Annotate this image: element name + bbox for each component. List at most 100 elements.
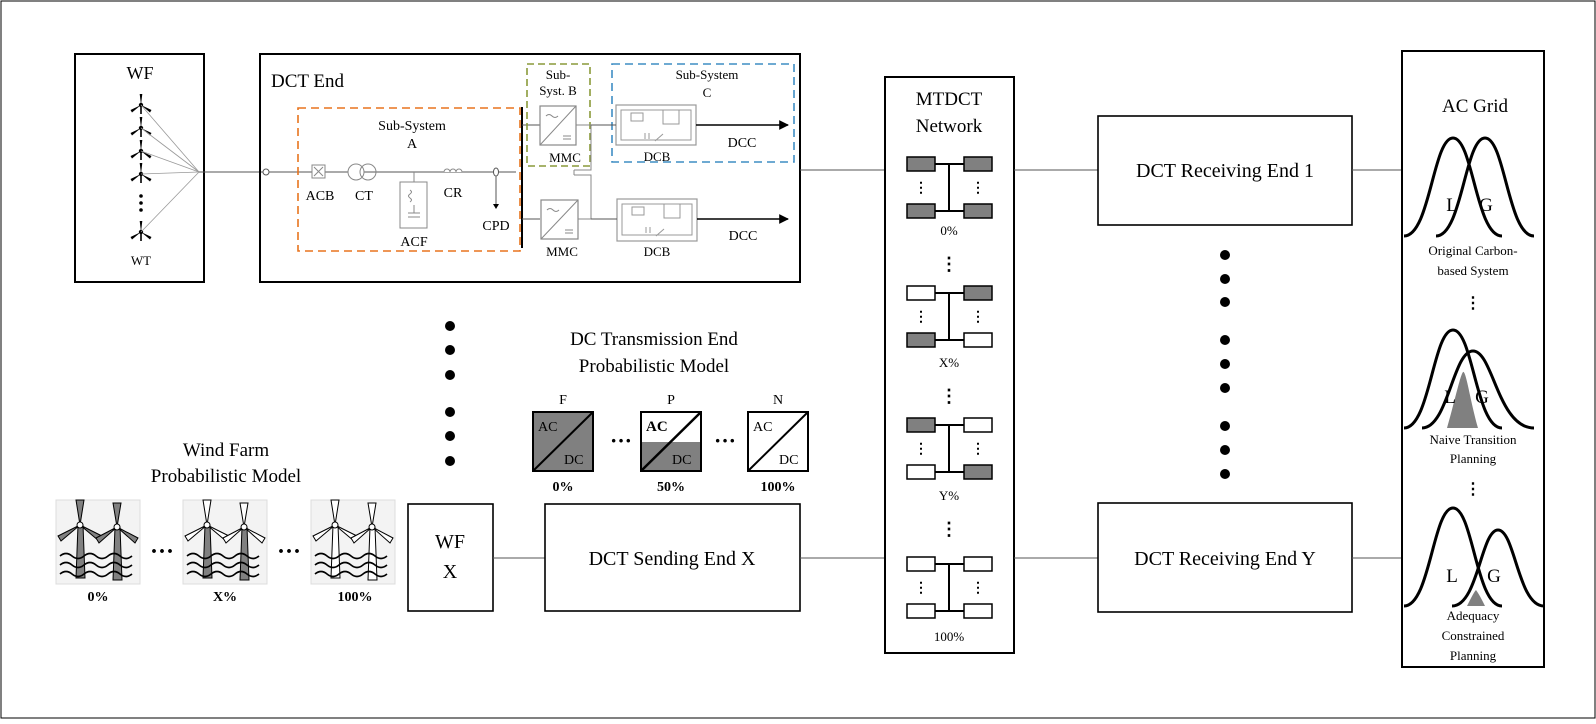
wind-state-label: 100% <box>338 590 373 605</box>
mtdct-border <box>884 76 1015 654</box>
dcc-bottom-label: DCC <box>729 229 758 244</box>
wf-x-label: X <box>443 561 458 583</box>
dc-model-title: DC Transmission End <box>570 329 738 350</box>
ac-case-label: Adequacy <box>1447 608 1500 623</box>
ac-case-label: Planning <box>1450 648 1497 663</box>
ac-case-label: Planning <box>1450 451 1497 466</box>
dcb-bottom-icon <box>616 198 698 242</box>
mtdct-state-label: 100% <box>934 629 965 644</box>
wt-label: WT <box>131 253 151 268</box>
dct-receiving-end-y: DCT Receiving End Y <box>1097 502 1353 613</box>
svg-text:⋮: ⋮ <box>914 442 928 457</box>
distribution-original-icon: L G <box>1403 136 1535 238</box>
mtdct-state-label: 0% <box>940 223 958 238</box>
ac-grid-block: AC Grid L G Original Carbon- based Syste… <box>1401 50 1545 668</box>
dc-state-letter: N <box>773 393 783 408</box>
mmc-bottom-label: MMC <box>546 244 578 259</box>
ellipsis-dot <box>139 194 143 198</box>
dc-state-percent: 100% <box>761 480 796 495</box>
dct-end-title: DCT End <box>271 71 345 92</box>
ellipsis-dot <box>139 208 143 212</box>
horizontal-ellipsis: ··· <box>277 539 301 565</box>
svg-text:⋮: ⋮ <box>971 181 985 196</box>
mtdct-state-0: ⋮ ⋮ <box>906 156 993 219</box>
turbine-icon <box>129 139 153 161</box>
ac-label: AC <box>538 420 557 435</box>
vertical-ellipsis: ⋮ <box>940 386 958 406</box>
generation-label: G <box>1475 387 1489 408</box>
ac-case-label: Constrained <box>1442 628 1505 643</box>
vertical-ellipsis: ⋮ <box>1465 295 1481 312</box>
receiving-end-y-label: DCT Receiving End Y <box>1134 548 1316 570</box>
wind-turbine-icons <box>129 93 153 242</box>
svg-text:⋮: ⋮ <box>971 310 985 325</box>
acb-label: ACB <box>306 189 335 204</box>
wf-x-block: WF X <box>407 503 494 612</box>
generation-label: G <box>1479 195 1493 216</box>
ac-grid-title: AC Grid <box>1442 96 1508 117</box>
mtdct-state-x: ⋮ ⋮ <box>906 285 993 348</box>
turbine-icon <box>129 93 153 115</box>
dcc-top-label: DCC <box>728 136 757 151</box>
subsystem-c-box <box>611 63 795 163</box>
ac-case-label: based System <box>1437 263 1508 278</box>
mtdct-title: Network <box>916 116 983 137</box>
dc-link <box>574 124 592 171</box>
wind-farm-model-title: Probabilistic Model <box>151 466 301 487</box>
ac-label: AC <box>646 419 668 435</box>
vertical-ellipsis: ⋮ <box>940 254 958 274</box>
ct-label: CT <box>355 189 373 204</box>
ac-label: AC <box>753 420 772 435</box>
dcb-bottom-label: DCB <box>644 244 671 259</box>
ac-grid-border <box>1401 50 1545 668</box>
converter-failed-icon: AC DC <box>532 411 594 472</box>
cr-label: CR <box>444 186 463 201</box>
mtdct-state-100: ⋮ ⋮ <box>906 556 993 619</box>
dc-state-percent: 0% <box>553 480 574 495</box>
wind-state-label: 0% <box>88 590 109 605</box>
dc-link <box>574 174 592 220</box>
dct-end-border <box>259 53 801 283</box>
acf-label: ACF <box>400 235 427 250</box>
subsystem-c-label: C <box>703 85 712 100</box>
svg-text:⋮: ⋮ <box>914 581 928 596</box>
subsystem-c-label: Sub-System <box>676 67 739 82</box>
dc-state-percent: 50% <box>657 480 685 495</box>
cpd-icon <box>493 167 499 177</box>
vertical-ellipsis <box>1220 250 1230 479</box>
distribution-adequacy-icon: L G <box>1403 506 1545 608</box>
svg-text:⋮: ⋮ <box>971 442 985 457</box>
wf-x-border <box>407 503 494 612</box>
wind-farm-probabilistic-model: Wind Farm Probabilistic Model 0% ··· <box>55 440 396 605</box>
horizontal-ellipsis: ··· <box>610 428 632 453</box>
dc-state-letter: P <box>667 393 675 408</box>
wf-block: WF WT <box>74 53 205 283</box>
subsystem-a-box <box>297 107 521 252</box>
vertical-ellipsis: ⋮ <box>940 519 958 539</box>
wf-x-label: WF <box>435 531 465 553</box>
dc-transmission-probabilistic-model: DC Transmission End Probabilistic Model … <box>532 329 809 495</box>
wind-state-100-icon <box>310 499 396 585</box>
load-label: L <box>1444 387 1456 408</box>
vertical-ellipsis <box>445 321 455 466</box>
mtdct-network-block: MTDCT Network ⋮ ⋮ 0% ⋮ ⋮ ⋮ X% <box>884 76 1015 654</box>
wind-state-label: X% <box>213 590 237 605</box>
mtdct-title: MTDCT <box>916 89 983 110</box>
load-label: L <box>1446 566 1458 587</box>
dct-sending-label: DCT Sending End X <box>589 548 756 570</box>
subsystem-b-label: Syst. B <box>539 83 577 98</box>
subsystem-a-label: A <box>407 137 418 152</box>
wind-state-0-icon <box>55 499 141 585</box>
bus-node <box>262 168 270 176</box>
dc-model-title: Probabilistic Model <box>579 356 729 377</box>
svg-text:⋮: ⋮ <box>914 181 928 196</box>
dct-receiving-end-1: DCT Receiving End 1 <box>1097 115 1353 226</box>
wind-state-x-icon <box>182 499 268 585</box>
subsystem-a-label: Sub-System <box>378 119 446 134</box>
dcb-top-label: DCB <box>644 149 671 164</box>
vertical-ellipsis: ⋮ <box>1465 481 1481 498</box>
ac-case-label: Original Carbon- <box>1428 243 1517 258</box>
